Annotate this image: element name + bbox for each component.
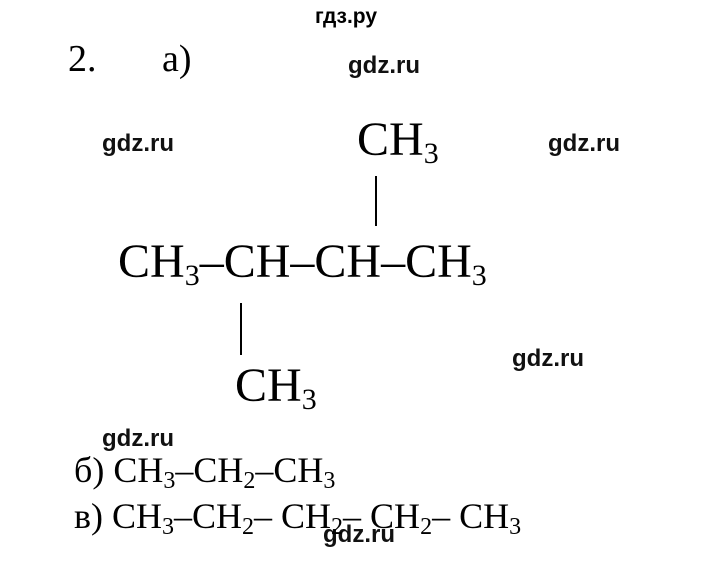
- chain-group-ch3: CH: [405, 235, 472, 288]
- formula-subscript: 3: [509, 514, 522, 540]
- main-chain: CH3–CH–CH–CH3: [118, 235, 487, 291]
- formula-part: – CH: [254, 496, 332, 536]
- watermark: gdz.ru: [348, 52, 420, 79]
- chain-subscript: 3: [471, 259, 487, 292]
- watermark: gdz.ru: [323, 521, 395, 548]
- bond-dash: –: [290, 235, 315, 288]
- formula-subscript: 2: [242, 514, 255, 540]
- vertical-bond-top: [375, 176, 377, 226]
- part-a-label: а): [162, 38, 192, 80]
- formula-part: – CH: [432, 496, 510, 536]
- methyl-group-top: CH3: [357, 113, 439, 169]
- bond-dash: –: [199, 235, 224, 288]
- watermark: gdz.ru: [102, 425, 174, 452]
- part-b-label: б): [74, 450, 105, 490]
- site-watermark-top: гдз.ру: [315, 5, 378, 28]
- formula-subscript: 2: [420, 514, 433, 540]
- formula-b: б) CH3–CH2–CH3: [74, 450, 335, 493]
- watermark: gdz.ru: [512, 345, 584, 372]
- bond-dash: –: [381, 235, 406, 288]
- chain-group-ch: CH: [223, 235, 291, 288]
- chain-group-ch3: CH: [118, 235, 185, 288]
- group-base: CH: [357, 113, 424, 166]
- group-subscript: 3: [301, 383, 317, 416]
- group-base: CH: [235, 359, 302, 412]
- formula-subscript: 2: [331, 514, 344, 540]
- formula-subscript: 3: [162, 514, 175, 540]
- task-number: 2.: [68, 38, 97, 80]
- formula-part: – CH: [343, 496, 421, 536]
- chain-group-ch: CH: [314, 235, 382, 288]
- formula-part: –CH: [174, 496, 243, 536]
- vertical-bond-bottom: [240, 303, 242, 355]
- formula-part: CH: [112, 496, 163, 536]
- formula-part: –CH: [255, 450, 324, 490]
- group-subscript: 3: [423, 137, 439, 170]
- formula-part: –CH: [175, 450, 244, 490]
- formula-v: в) CH3–CH2– CH2– CH2– CH3: [74, 496, 521, 539]
- formula-part: CH: [113, 450, 164, 490]
- watermark: gdz.ru: [102, 130, 174, 157]
- chain-subscript: 3: [184, 259, 200, 292]
- formula-subscript: 3: [163, 468, 176, 494]
- formula-subscript: 3: [323, 468, 336, 494]
- part-v-label: в): [74, 496, 103, 536]
- watermark: gdz.ru: [548, 130, 620, 157]
- methyl-group-bottom: CH3: [235, 359, 317, 415]
- formula-subscript: 2: [243, 468, 256, 494]
